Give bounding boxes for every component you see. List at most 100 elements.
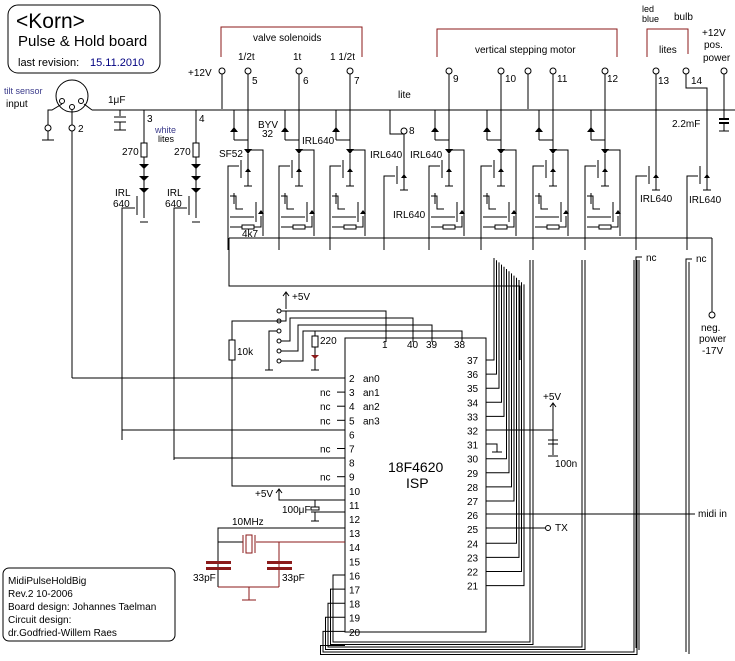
resistor-icon (494, 224, 508, 230)
pin-label: 8 (409, 126, 415, 137)
neg-power-label: -17V (702, 346, 723, 357)
crystal-circuit: 10MHz 33pF 33pF (193, 517, 345, 601)
byv-label: BYV (258, 120, 278, 131)
bus-wire (486, 280, 520, 558)
byv-number-label: 32 (262, 129, 274, 140)
lites-white-label: lites (158, 134, 175, 144)
bus-wire (486, 273, 512, 488)
irl-label: IRL (115, 188, 131, 199)
chip-pin-number: 24 (467, 539, 479, 550)
bus-wire (486, 266, 505, 417)
bus-wire (486, 277, 517, 544)
loop-wire (320, 260, 638, 655)
plus5v-label: +5V (543, 392, 561, 403)
irl640-label: IRL640 (302, 136, 335, 147)
chip-pin-number: 10 (349, 487, 361, 498)
resistor-icon (343, 224, 357, 230)
midi-in-label: midi in (698, 509, 727, 520)
chip-18f4620 (344, 337, 487, 633)
chip-pin-number: 19 (349, 614, 361, 625)
pin-label: 9 (453, 74, 459, 85)
bus-wire (486, 282, 522, 572)
title-box: <Korn> Pulse & Hold board last revision:… (7, 4, 161, 74)
valve-solenoids-label: valve solenoids (253, 33, 321, 44)
loop-wire (327, 260, 583, 648)
pos-power-label: pos. (704, 40, 723, 51)
chip-pin-number: 18 (349, 600, 361, 611)
chip-sub: ISP (406, 475, 429, 491)
diode-icon (587, 127, 595, 132)
diode-icon (281, 127, 289, 132)
tx-connector (545, 525, 551, 531)
chip-pin-number: 11 (349, 501, 360, 512)
driver-stage (383, 160, 408, 250)
irl-number-label: 640 (113, 199, 130, 210)
diode-icon (230, 127, 238, 132)
nc-label: nc (320, 445, 331, 456)
xtal-label: 10MHz (232, 517, 264, 528)
nc-label: nc (320, 416, 331, 427)
bus-wire (486, 262, 500, 389)
chip-pin-number: 8 (349, 459, 355, 470)
connector-8 (400, 127, 408, 135)
config-switches: +5V 10k 220 (228, 291, 463, 420)
resistor-icon (598, 224, 612, 230)
chip-pin-number: 36 (467, 370, 479, 381)
output-loops (320, 260, 638, 655)
driver-stage (635, 160, 660, 250)
driver-stage (278, 110, 315, 250)
revision-date: 15.11.2010 (90, 57, 144, 69)
pin-label: 4 (199, 114, 205, 125)
pos-power-label: +12V (702, 28, 726, 39)
chip-pin-number: 9 (349, 473, 355, 484)
white-label: white (154, 125, 176, 135)
chip-pin: 40 (407, 340, 419, 351)
chip-pin: 38 (454, 340, 466, 351)
chip-pin-number: 16 (349, 571, 361, 582)
chip-pin-number: 32 (467, 427, 479, 438)
neg-power-label: power (699, 334, 727, 345)
irl640-label: IRL640 (640, 194, 673, 205)
resistor-10k-label: 10k (237, 347, 254, 358)
chip-pin-number: 25 (467, 525, 479, 536)
info-line: Board design: Johannes Taelman (8, 602, 156, 613)
board-subtitle: Pulse & Hold board (18, 33, 147, 50)
white-lite-branch-4: 4 270 IRL 640 (165, 110, 205, 460)
pin-label: 3 (147, 114, 153, 125)
bus-wire (486, 271, 510, 474)
pin-label: 13 (658, 76, 670, 87)
diode-icon (332, 127, 340, 132)
chip-pin-function: an1 (363, 388, 380, 399)
neg-power-label: neg. (701, 323, 720, 334)
chip-pin-number: 14 (349, 543, 361, 554)
info-line: Rev.2 10-2006 (8, 589, 73, 600)
solenoid-label-half: 1/2t (238, 52, 255, 63)
chip-pin: 1 (382, 340, 388, 351)
board-title: <Korn> (16, 10, 85, 33)
chip-pin-number: 29 (467, 469, 479, 480)
chip-pin-number: 7 (349, 445, 355, 456)
chip-pin-number: 26 (467, 511, 479, 522)
revision-label: last revision: (18, 57, 79, 69)
chip-pin-number: 30 (467, 455, 479, 466)
vertical-stepping-motor-label: vertical stepping motor (475, 45, 576, 56)
pin-label: 12 (607, 74, 619, 85)
resistor-4k7-label: 4k7 (242, 229, 259, 240)
chip-pin-number: 34 (467, 398, 479, 409)
connector-12v (218, 67, 226, 75)
input-label: input (6, 99, 28, 110)
sf52-label: SF52 (219, 149, 243, 160)
cap-33pF-label: 33pF (193, 573, 216, 584)
bus-wire (486, 260, 497, 375)
loop-wire (330, 260, 534, 645)
chip-pin-function: an0 (363, 374, 380, 385)
cap-1uF-label: 1μF (108, 95, 125, 106)
info-line: MidiPulseHoldBig (8, 576, 86, 587)
driver-stage (227, 110, 264, 250)
irl640-label: IRL640 (689, 195, 722, 206)
chip-pin-number: 3 (349, 388, 355, 399)
driver-stage (686, 160, 711, 250)
